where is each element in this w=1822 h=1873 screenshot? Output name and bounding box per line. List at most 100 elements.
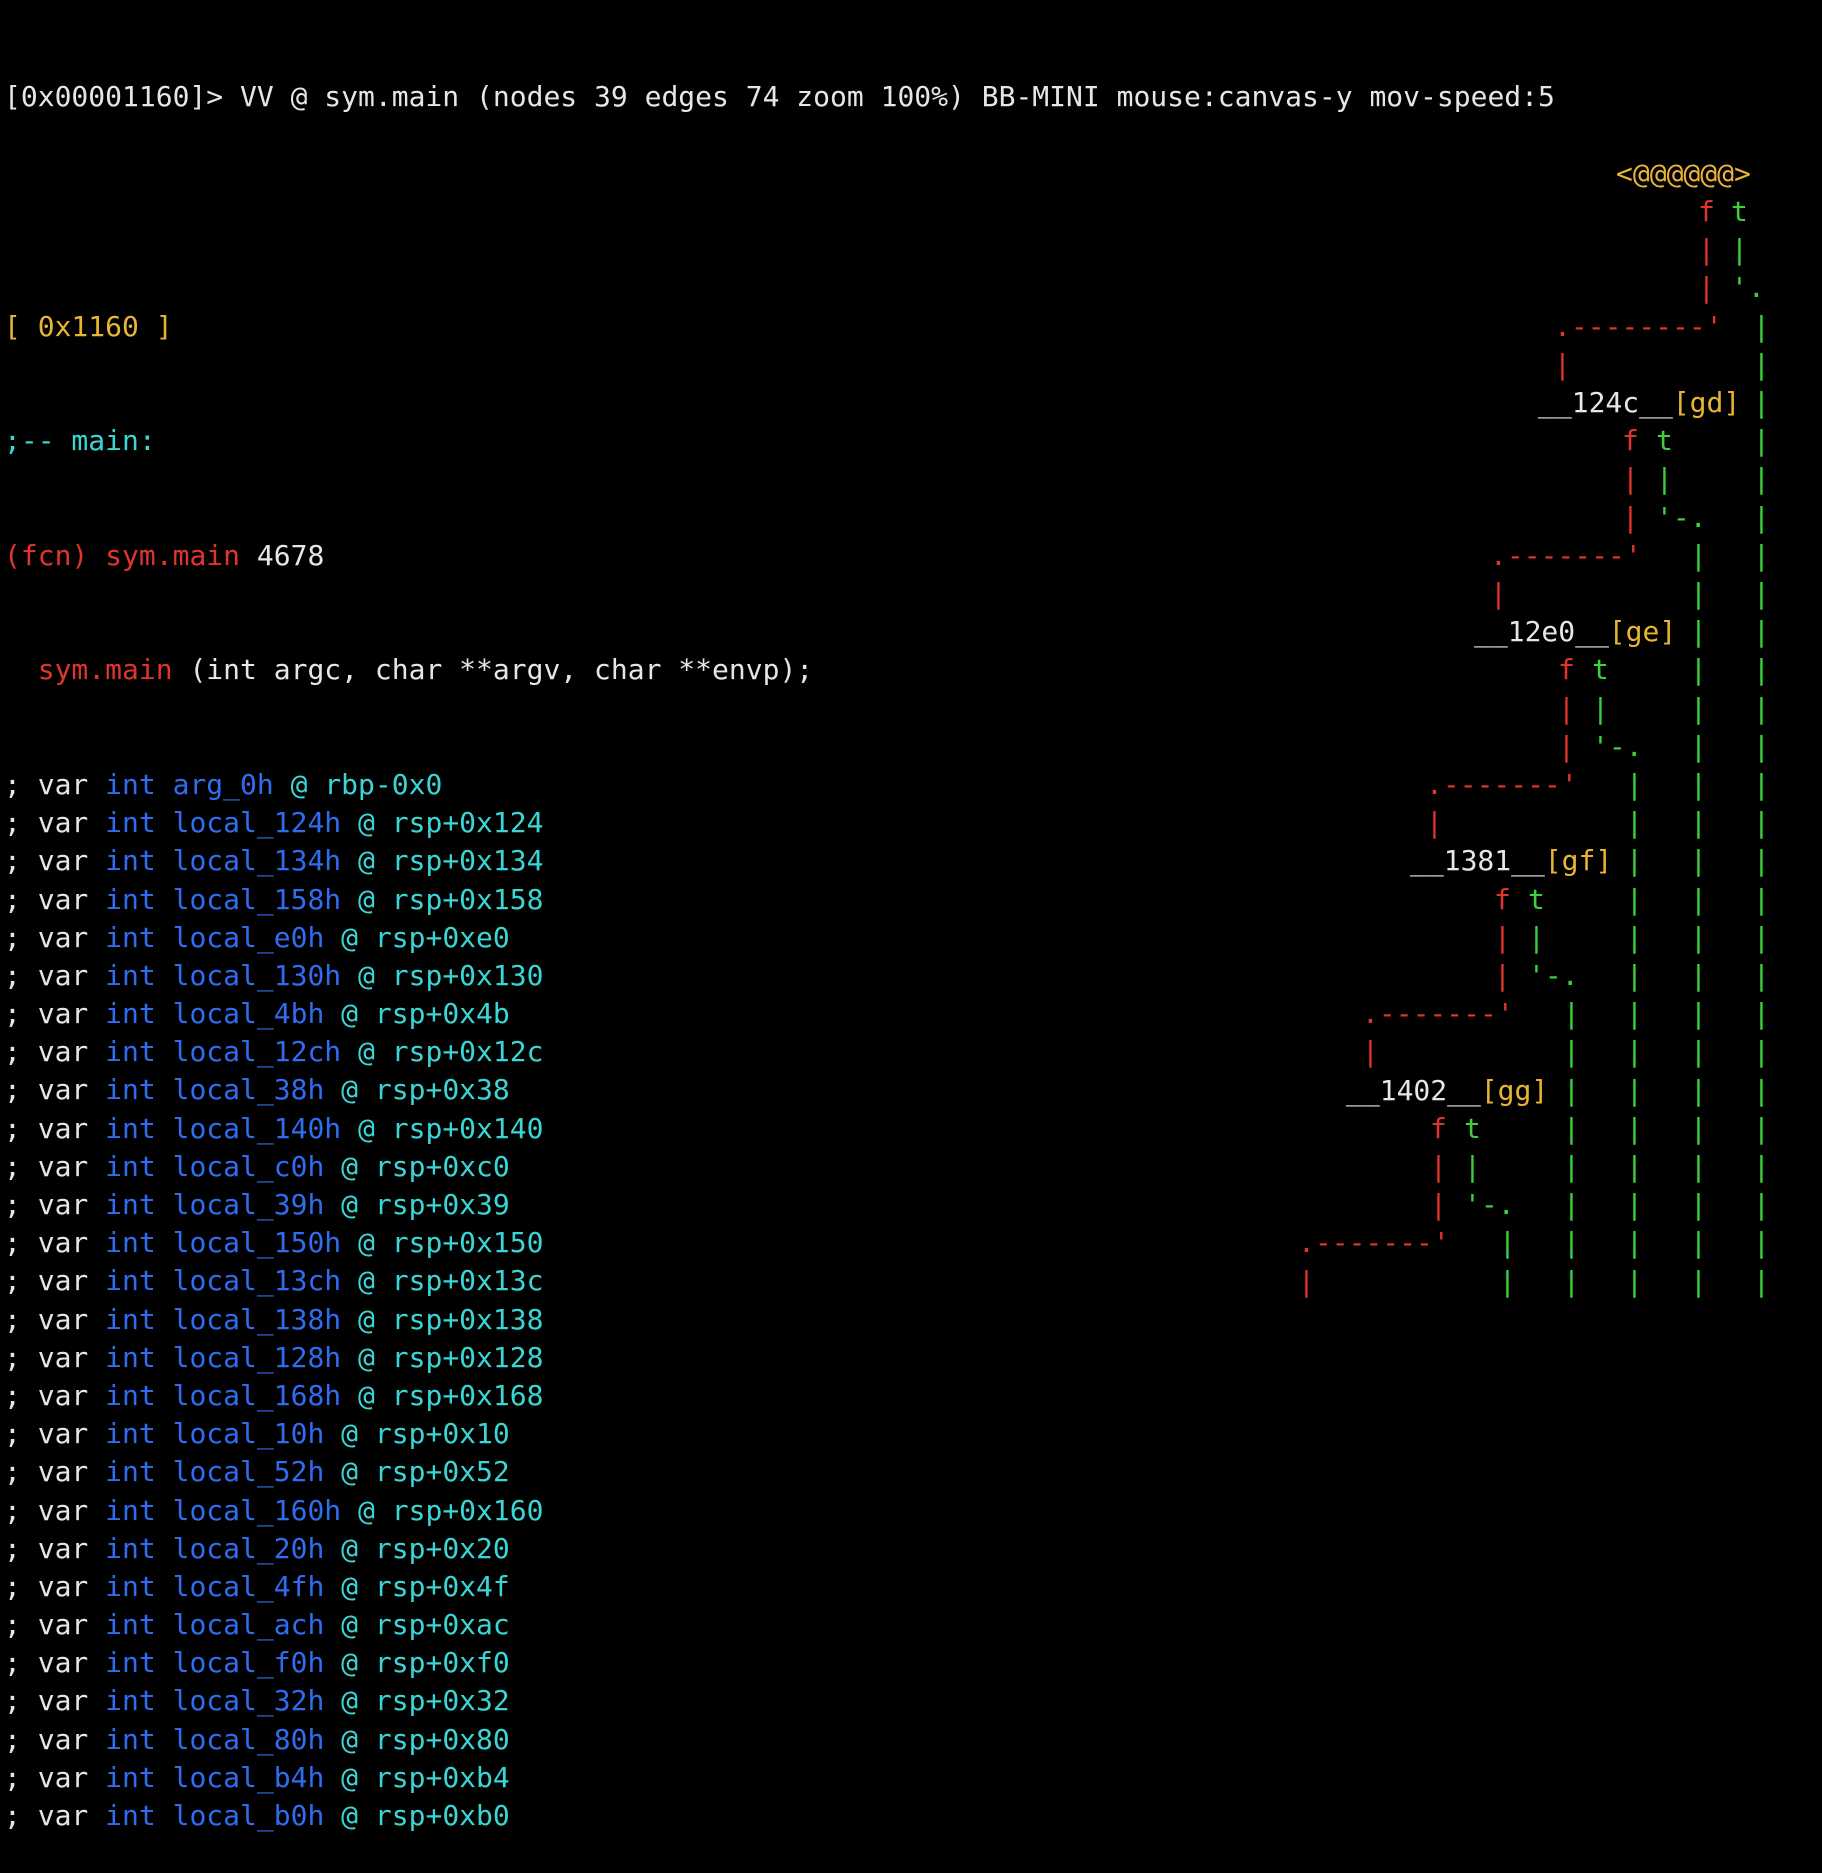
- var-location: rsp+0xb4: [374, 1760, 510, 1794]
- var-at: @: [341, 1073, 359, 1107]
- edge-true-line: |: [1690, 1150, 1707, 1183]
- var-prefix: ; var: [4, 806, 89, 840]
- var-prefix: ; var: [4, 1417, 89, 1451]
- var-type: int: [105, 1684, 156, 1718]
- var-type: int: [105, 1417, 156, 1451]
- edge-true-corner: '-.: [1656, 500, 1707, 534]
- var-type: int: [105, 1646, 156, 1680]
- signature-name[interactable]: sym.main: [37, 653, 173, 687]
- var-line: ; var int local_52h @ rsp+0x52: [4, 1453, 1822, 1491]
- graph-node-shortcut[interactable]: [gg]: [1480, 1073, 1549, 1107]
- var-name: local_c0h: [172, 1149, 325, 1183]
- fcn-name[interactable]: sym.main: [105, 538, 241, 572]
- edge-false-label: f: [1494, 882, 1511, 916]
- var-line: ; var int local_4bh @ rsp+0x4b: [4, 995, 1822, 1033]
- graph-node-shortcut[interactable]: [gf]: [1544, 844, 1613, 878]
- var-line: ; var int local_168h @ rsp+0x168: [4, 1377, 1822, 1415]
- edge-true-line: |: [1753, 1188, 1770, 1222]
- edge-true-line: |: [1753, 729, 1770, 763]
- edge-true-label: t: [1656, 424, 1673, 458]
- var-name: local_140h: [172, 1111, 342, 1145]
- edge-true-line: |: [1690, 577, 1707, 610]
- var-at: @: [341, 1722, 359, 1756]
- edge-false-label: f: [1698, 195, 1715, 228]
- var-name: local_124h: [172, 806, 342, 840]
- var-name: arg_0h: [172, 767, 274, 801]
- edge-false-label: f: [1430, 1111, 1447, 1145]
- edge-true-line: |: [1626, 997, 1643, 1031]
- var-location: rsp+0x20: [374, 1531, 510, 1565]
- var-name: local_12ch: [172, 1035, 342, 1069]
- graph-node-address[interactable]: __12e0__: [1474, 615, 1609, 649]
- var-name: local_32h: [172, 1684, 325, 1718]
- edge-true-line: |: [1690, 959, 1707, 992]
- graph-node-address[interactable]: __1381__: [1410, 844, 1545, 878]
- var-line: ; var int local_b0h @ rsp+0xb0: [4, 1797, 1822, 1835]
- var-at: @: [358, 1035, 375, 1069]
- var-line: ; var int local_b4h @ rsp+0xb4: [4, 1759, 1822, 1797]
- edge-true-line: |: [1753, 615, 1770, 649]
- graph-node-address[interactable]: __1402__: [1346, 1073, 1481, 1107]
- fcn-size: 4678: [256, 538, 325, 572]
- edge-true-line: |: [1753, 844, 1770, 878]
- edge-true-line: |: [1626, 882, 1643, 916]
- var-name: local_130h: [172, 958, 342, 992]
- var-prefix: ; var: [4, 1188, 89, 1222]
- edge-false-line: |: [1430, 1150, 1447, 1183]
- var-location: rsp+0x52: [374, 1455, 510, 1489]
- var-line: ; var int arg_0h @ rbp-0x0: [4, 766, 1822, 804]
- edge-true-line: |: [1690, 997, 1707, 1031]
- graph-node-shortcut[interactable]: [ge]: [1608, 615, 1677, 649]
- var-prefix: ; var: [4, 1111, 89, 1145]
- graph-node-address[interactable]: __124c__: [1538, 386, 1673, 419]
- var-type: int: [105, 1493, 156, 1527]
- var-at: @: [341, 1531, 359, 1565]
- var-location: rbp-0x0: [324, 767, 443, 801]
- var-list: ; var int arg_0h @ rbp-0x0; var int loca…: [4, 766, 1822, 1835]
- edge-true-line: |: [1753, 1073, 1770, 1107]
- var-location: rsp+0x38: [374, 1073, 510, 1107]
- edge-true-line: |: [1690, 1073, 1707, 1107]
- var-prefix: ; var: [4, 844, 89, 878]
- edge-false-line: |: [1490, 577, 1507, 610]
- edge-true-line: |: [1753, 1150, 1770, 1183]
- var-at: @: [358, 1264, 375, 1298]
- edge-true-line: |: [1753, 959, 1770, 992]
- var-line: ; var int local_140h @ rsp+0x140: [4, 1110, 1822, 1148]
- edge-false-line: |: [1698, 233, 1715, 267]
- var-type: int: [105, 1531, 156, 1565]
- var-type: int: [105, 1111, 156, 1145]
- var-line: ; var int local_10h @ rsp+0x10: [4, 1415, 1822, 1453]
- edge-true-line: |: [1563, 1035, 1580, 1069]
- var-name: local_4bh: [172, 997, 325, 1031]
- var-at: @: [290, 767, 308, 801]
- var-prefix: ; var: [4, 1378, 89, 1412]
- edge-true-line: |: [1626, 806, 1643, 840]
- var-type: int: [105, 1149, 156, 1183]
- var-at: @: [341, 1188, 359, 1222]
- graph-root-node[interactable]: <@@@@@@>: [1616, 156, 1751, 190]
- edge-true-corner: '-.: [1592, 729, 1643, 763]
- var-at: @: [341, 1417, 359, 1451]
- var-name: local_150h: [172, 1226, 342, 1260]
- edge-true-line: |: [1690, 1188, 1707, 1222]
- var-line: ; var int local_32h @ rsp+0x32: [4, 1682, 1822, 1720]
- var-name: local_138h: [172, 1302, 342, 1336]
- var-name: local_160h: [172, 1493, 342, 1527]
- var-line: ; var int local_20h @ rsp+0x20: [4, 1530, 1822, 1568]
- var-name: local_134h: [172, 844, 342, 878]
- edge-true-line: |: [1563, 1073, 1580, 1107]
- var-location: rsp+0x128: [391, 1340, 544, 1374]
- label-line: ;-- main:: [4, 422, 1822, 460]
- block-address[interactable]: [ 0x1160 ]: [4, 309, 173, 343]
- edge-true-line: |: [1563, 1150, 1580, 1183]
- var-line: ; var int local_c0h @ rsp+0xc0: [4, 1148, 1822, 1186]
- graph-node-shortcut[interactable]: [gd]: [1672, 386, 1741, 419]
- var-name: local_b0h: [172, 1799, 325, 1833]
- var-type: int: [105, 997, 156, 1031]
- var-name: local_52h: [172, 1455, 325, 1489]
- edge-true-label: t: [1731, 195, 1748, 228]
- var-prefix: ; var: [4, 1073, 89, 1107]
- var-name: local_39h: [172, 1188, 325, 1222]
- edge-true-line: |: [1690, 882, 1707, 916]
